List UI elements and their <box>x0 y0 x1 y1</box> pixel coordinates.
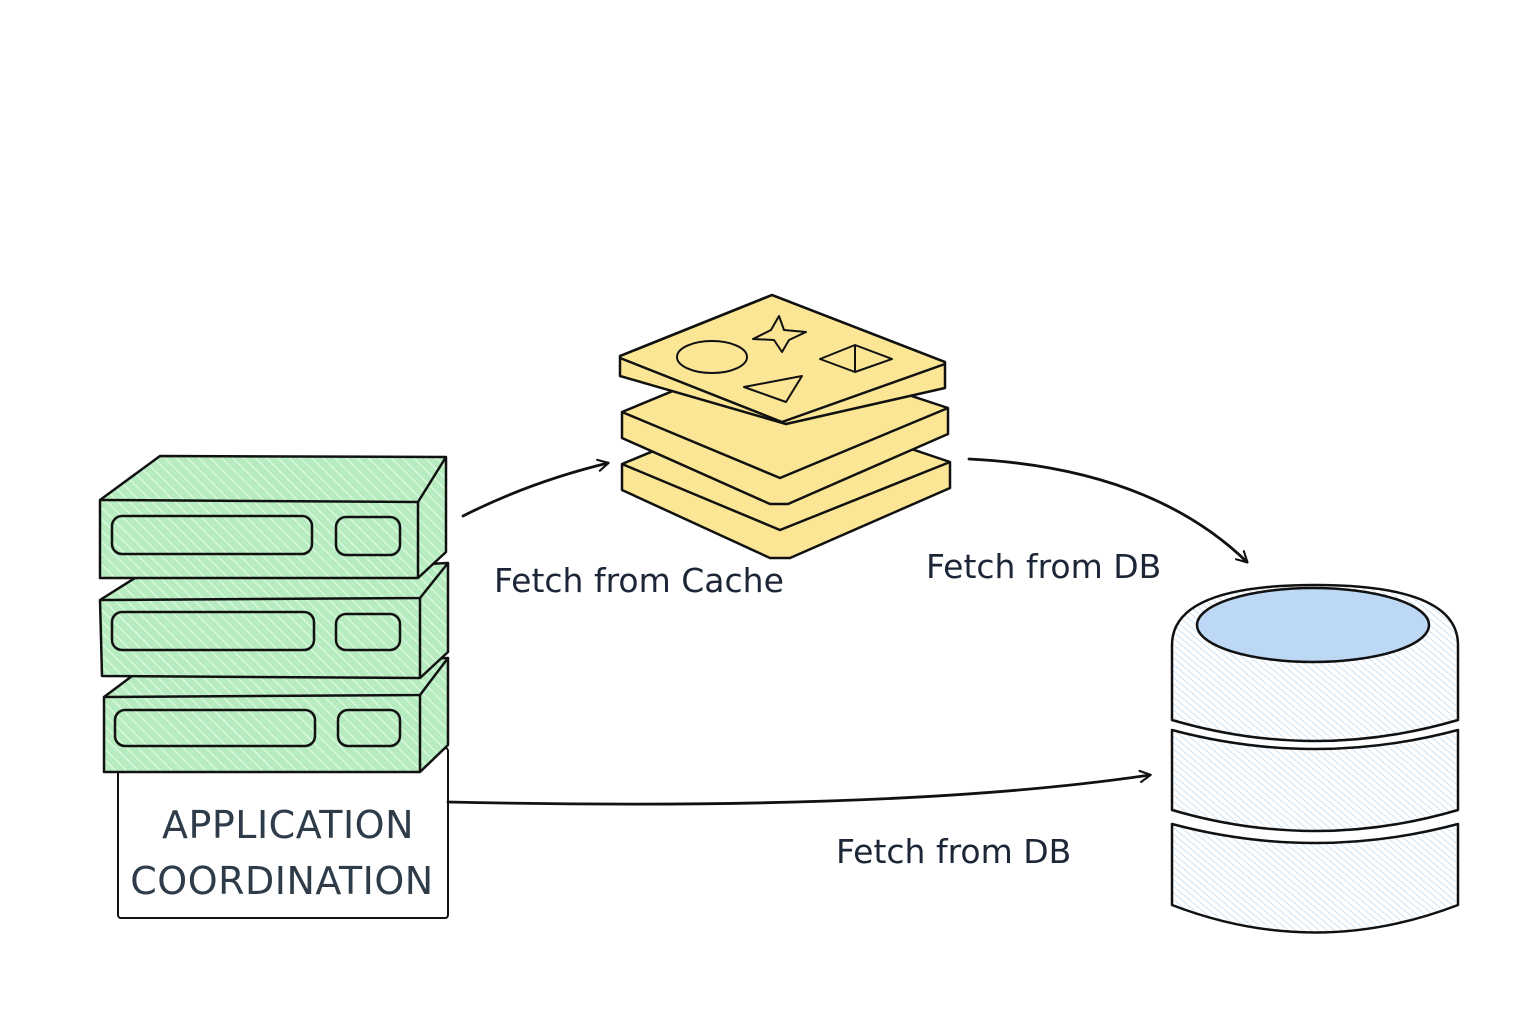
server-stack-icon <box>98 454 450 774</box>
cache-layers-icon <box>618 293 952 560</box>
arrow-app-to-cache <box>461 458 610 518</box>
edge-label-fetch-from-cache: Fetch from Cache <box>494 561 784 600</box>
server-unit-1 <box>98 454 448 580</box>
edge-cache-to-db[interactable]: Fetch from DB <box>926 457 1249 586</box>
triangle-shape-icon <box>743 375 803 403</box>
edge-label-fetch-from-db-upper: Fetch from DB <box>926 547 1161 586</box>
application-node[interactable]: APPLICATION COORDINATION <box>98 454 450 919</box>
edge-app-to-cache[interactable]: Fetch from Cache <box>461 458 784 600</box>
cache-node[interactable] <box>618 293 952 560</box>
database-top-surface <box>1195 586 1431 664</box>
application-label-line-1: APPLICATION <box>162 803 414 847</box>
database-cylinder-icon <box>1170 583 1460 934</box>
arrow-cache-to-db <box>967 457 1249 564</box>
server-unit-2 <box>98 561 450 680</box>
star-shape-icon <box>752 315 807 353</box>
arrow-app-to-db <box>446 769 1152 806</box>
database-segment-3 <box>1170 822 1460 934</box>
database-node[interactable] <box>1170 583 1460 934</box>
edge-app-to-db[interactable]: Fetch from DB <box>446 769 1152 871</box>
database-segment-2 <box>1170 728 1460 833</box>
database-segment-1 <box>1170 583 1460 743</box>
server-unit-3 <box>102 656 450 774</box>
square-diagonal-shape-icon <box>819 344 893 373</box>
application-label-line-2: COORDINATION <box>130 859 433 903</box>
circle-shape-icon <box>676 340 748 374</box>
cache-layer-1 <box>618 293 947 426</box>
edge-label-fetch-from-db-lower: Fetch from DB <box>836 832 1071 871</box>
